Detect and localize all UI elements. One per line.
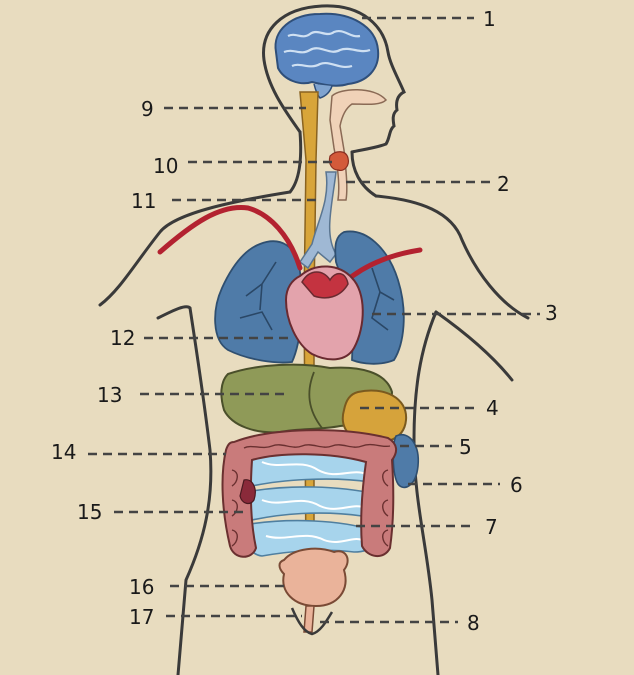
- left-inner-arm: [156, 305, 192, 320]
- small-intestine: [237, 449, 388, 557]
- oral-cavity-esophagus: [329, 89, 388, 201]
- label-17: 17: [129, 605, 154, 629]
- larynx: [328, 151, 349, 171]
- number-labels: 1 2 3 4 5 6 7 8 9 10 11 12 13 14 15 16 1…: [51, 7, 558, 635]
- label-12: 12: [110, 326, 135, 350]
- left-torso: [176, 306, 213, 675]
- label-15: 15: [77, 500, 102, 524]
- left-shoulder-arm: [98, 190, 292, 307]
- label-8: 8: [467, 611, 480, 635]
- right-inner-arm: [434, 310, 514, 382]
- neck-left: [288, 130, 303, 194]
- label-13: 13: [97, 383, 122, 407]
- label-4: 4: [486, 396, 499, 420]
- appendix: [239, 479, 256, 505]
- label-9: 9: [141, 97, 154, 121]
- pelvic-outline: [290, 607, 334, 636]
- label-10: 10: [153, 154, 178, 178]
- heart: [284, 265, 364, 361]
- body-outline: [98, 4, 530, 675]
- label-11: 11: [131, 189, 156, 213]
- label-1: 1: [483, 7, 496, 31]
- brain: [274, 12, 380, 99]
- right-shoulder-arm: [374, 194, 530, 320]
- label-2: 2: [497, 172, 510, 196]
- label-14: 14: [51, 440, 76, 464]
- leader-lines: [88, 16, 540, 624]
- large-intestine: [221, 429, 398, 558]
- label-5: 5: [459, 435, 472, 459]
- label-3: 3: [545, 301, 558, 325]
- trachea: [298, 171, 337, 270]
- bladder: [278, 547, 349, 633]
- kidney: [392, 433, 420, 489]
- label-7: 7: [485, 515, 498, 539]
- head-outline: [262, 4, 406, 154]
- label-6: 6: [510, 473, 523, 497]
- right-torso: [412, 310, 440, 675]
- label-16: 16: [129, 575, 154, 599]
- neck-right: [350, 150, 378, 198]
